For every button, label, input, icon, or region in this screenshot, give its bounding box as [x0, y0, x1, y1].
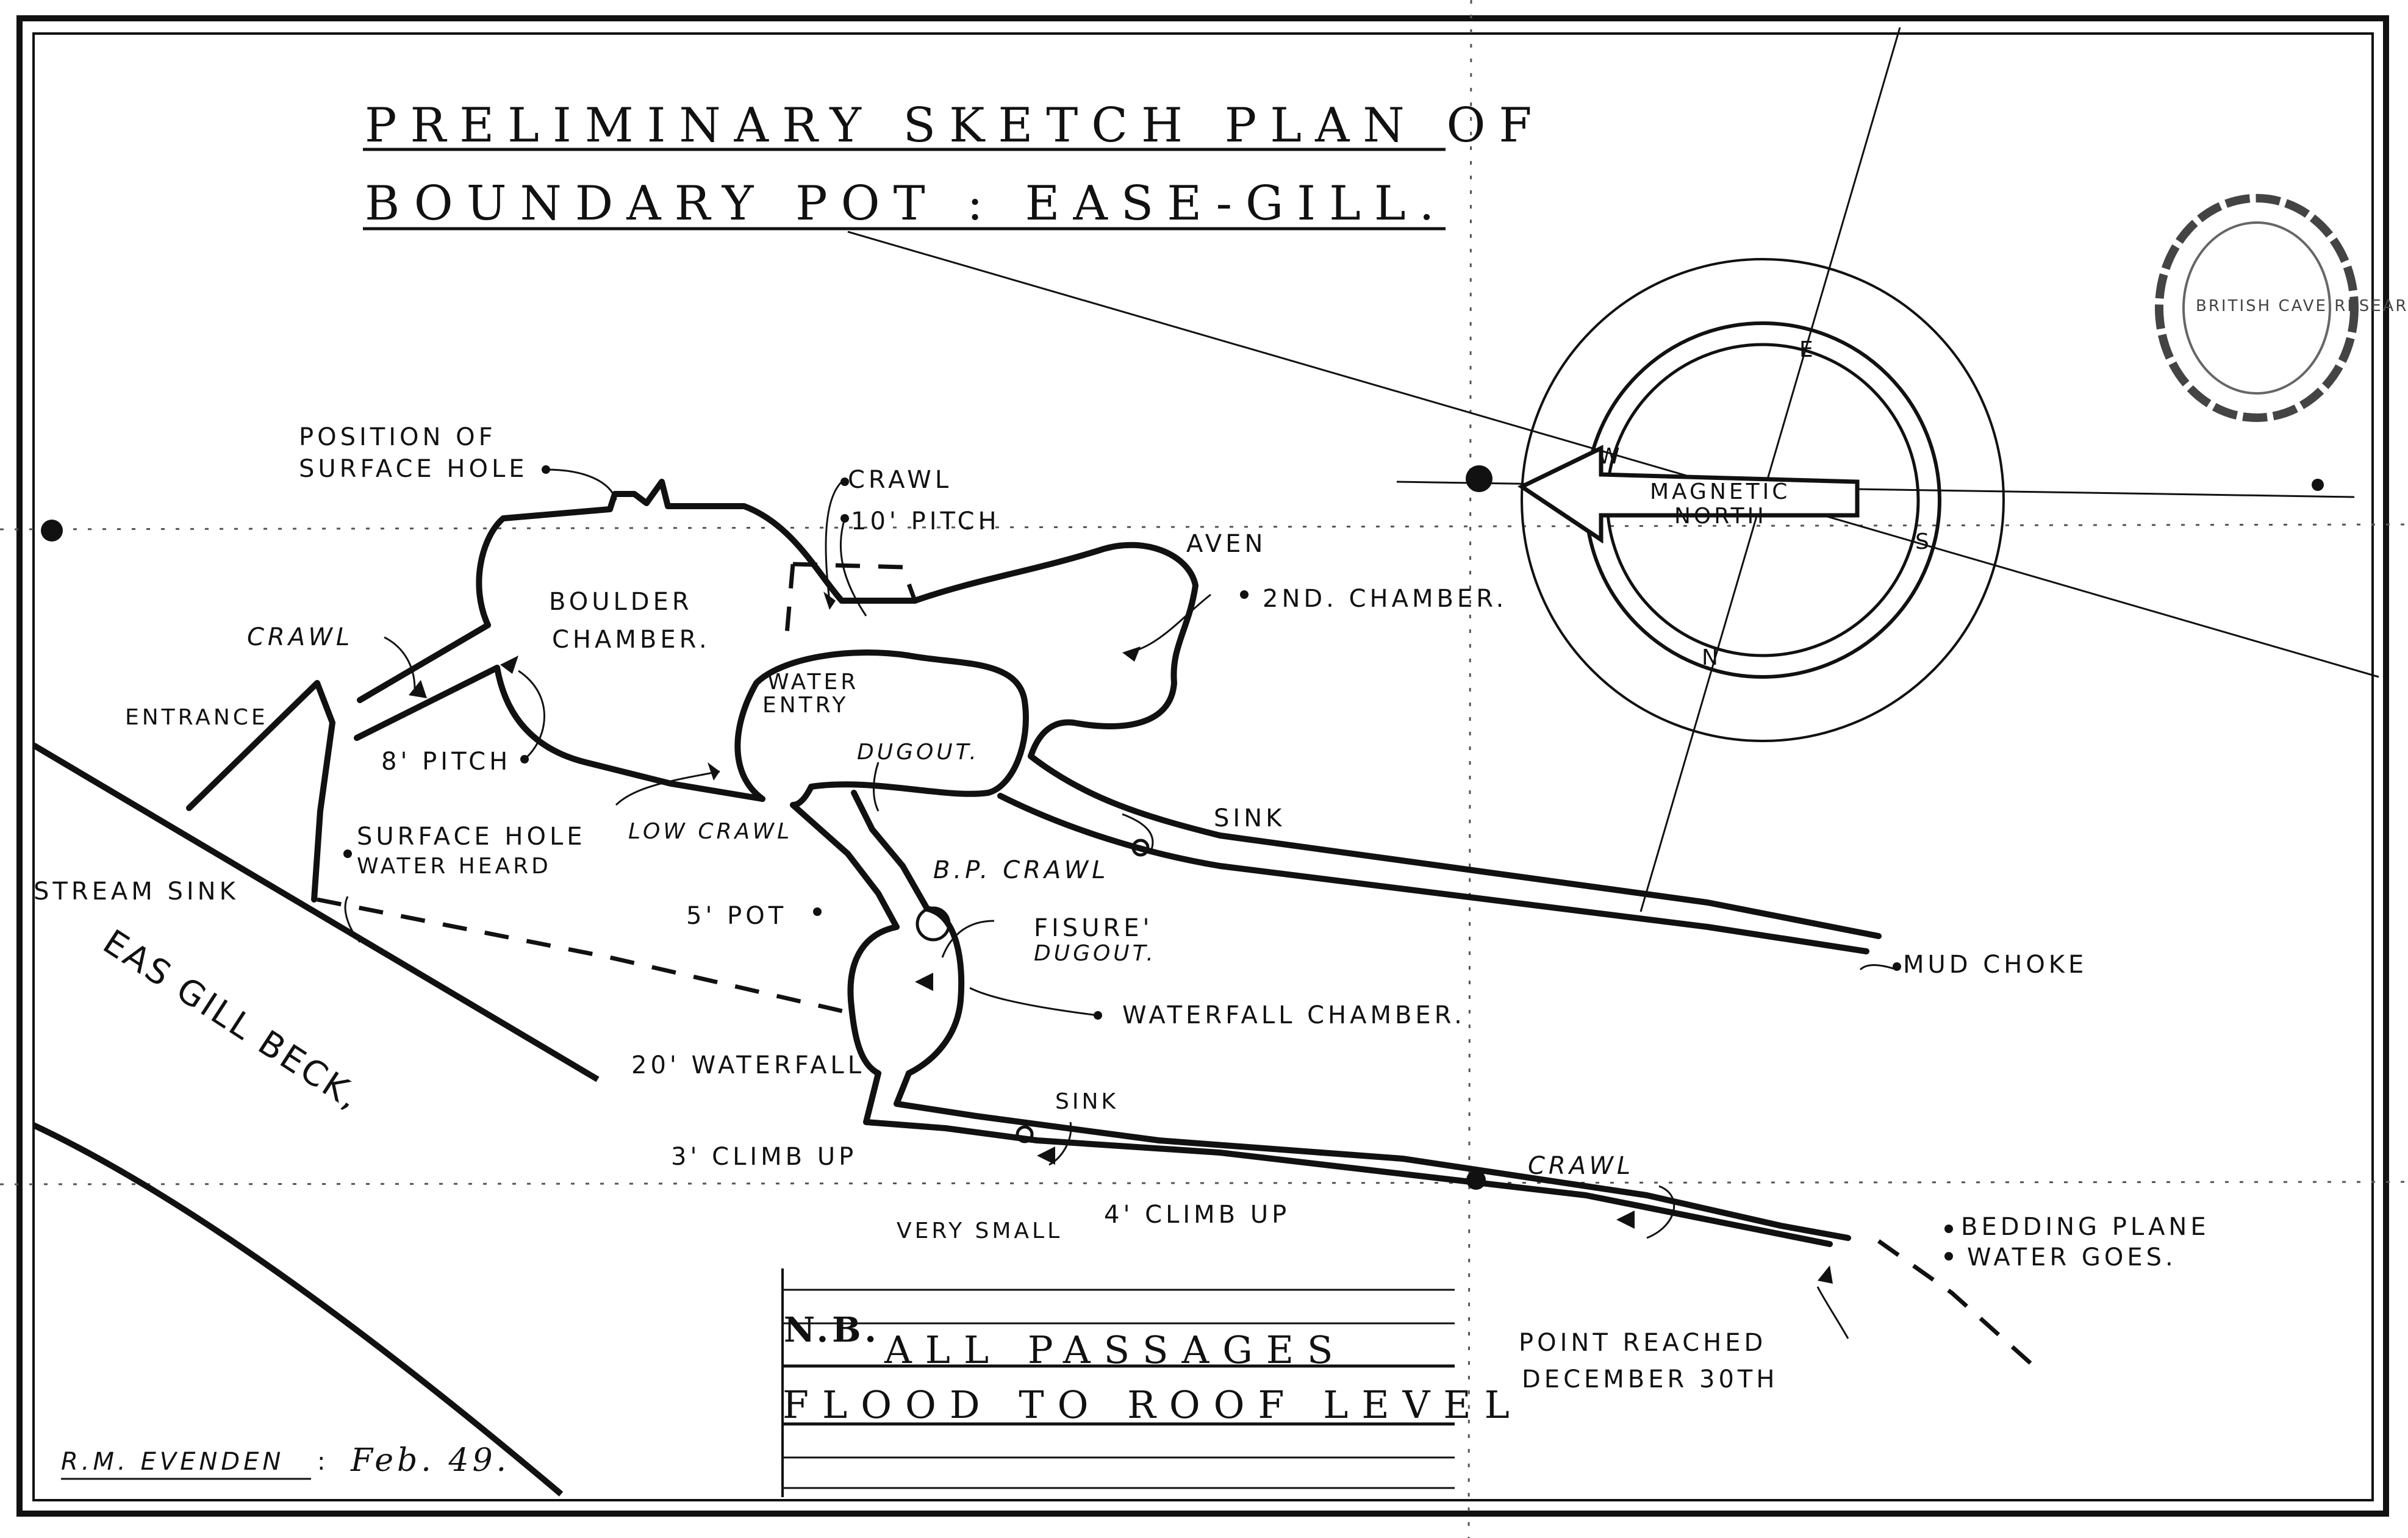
crease-marks	[41, 465, 2324, 1190]
compass-e: E	[1799, 337, 1816, 362]
north-label: NORTH	[1674, 504, 1767, 529]
label-sink-right: SINK	[1214, 804, 1285, 832]
title-block: PRELIMINARY SKETCH PLAN OF BOUNDARY POT …	[363, 98, 1546, 231]
title-line-2: BOUNDARY POT : EASE-GILL.	[365, 176, 1447, 231]
stream-route	[317, 562, 2039, 1371]
label-point-reached: POINT REACHED	[1519, 1329, 1766, 1357]
label-2nd-chamber: 2ND. CHAMBER.	[1263, 585, 1507, 613]
label-entry: ENTRY	[762, 693, 848, 718]
signature: R.M. EVENDEN : Feb. 49.	[61, 1442, 510, 1480]
signature-date: Feb. 49.	[350, 1442, 510, 1479]
label-crawl-left: CRAWL	[247, 623, 353, 651]
label-crawl-lower: CRAWL	[1528, 1152, 1634, 1180]
label-twenty-waterfall: 20' WATERFALL	[631, 1051, 865, 1079]
label-ten-pitch: 10' PITCH	[851, 507, 1000, 535]
title-line-1: PRELIMINARY SKETCH PLAN OF	[365, 98, 1546, 153]
label-chamber: CHAMBER.	[552, 626, 711, 654]
label-crawl-top: CRAWL	[848, 466, 952, 494]
compass-labels: MAGNETIC NORTH E W S N	[1598, 337, 1932, 670]
label-dugout-2: DUGOUT.	[1034, 941, 1156, 966]
label-dots	[343, 465, 1953, 1261]
library-stamp: BRITISH CAVE RESEARCH	[2155, 194, 2408, 422]
label-three-climb: 3' CLIMB UP	[671, 1143, 857, 1171]
sheet-border	[16, 15, 2389, 1517]
flow-arrows	[409, 592, 1833, 1284]
label-position-of: POSITION OF	[299, 423, 496, 451]
stamp-text: BRITISH CAVE RESEARCH	[2196, 297, 2408, 315]
label-water-goes: WATER GOES.	[1967, 1243, 2177, 1272]
compass-w: W	[1598, 444, 1623, 469]
magnetic-north-arrow	[1517, 445, 1860, 544]
label-stream-sink: STREAM SINK	[34, 878, 239, 906]
label-surface-hole-2: SURFACE HOLE	[357, 823, 586, 851]
label-four-climb: 4' CLIMB UP	[1104, 1201, 1290, 1229]
label-low-crawl: LOW CRAWL	[628, 819, 792, 844]
note-line-2: FLOOD TO ROOF LEVEL	[783, 1382, 1523, 1427]
label-fisure: FISURE'	[1034, 914, 1153, 942]
label-december: DECEMBER 30TH	[1522, 1365, 1778, 1393]
beck-label: EAS GILL BECK,	[96, 922, 368, 1118]
compass-s: S	[1915, 529, 1932, 554]
label-eight-pitch: 8' PITCH	[381, 748, 511, 776]
label-very-small: VERY SMALL	[897, 1218, 1062, 1243]
leader-lines	[344, 468, 1897, 1339]
label-mud-choke: MUD CHOKE	[1903, 951, 2087, 979]
label-aven: AVEN	[1186, 530, 1266, 558]
label-bp-crawl: B.P. CRAWL	[933, 856, 1109, 884]
note-nb: N.B.	[784, 1310, 880, 1350]
compass-rose	[847, 27, 2379, 912]
label-surface-hole: SURFACE HOLE	[299, 455, 528, 483]
signature-name: R.M. EVENDEN	[61, 1448, 284, 1476]
label-five-pot: 5' POT	[686, 902, 787, 930]
label-sink-lower: SINK	[1055, 1089, 1119, 1114]
markers	[916, 839, 1150, 1143]
cave-passages	[186, 479, 1882, 1247]
eas-gill-beck	[32, 742, 600, 1497]
label-dugout: DUGOUT.	[857, 740, 980, 765]
label-bedding-plane: BEDDING PLANE	[1961, 1213, 2210, 1241]
label-waterfall-chamber: WATERFALL CHAMBER.	[1122, 1001, 1466, 1029]
magnetic-label: MAGNETIC	[1650, 479, 1790, 504]
label-entrance: ENTRANCE	[125, 705, 268, 730]
label-water-heard: WATER HEARD	[357, 854, 551, 879]
label-water: WATER	[767, 670, 859, 695]
compass-n: N	[1702, 645, 1721, 670]
note-line-1: ALL PASSAGES	[884, 1328, 1347, 1372]
label-boulder: BOULDER	[549, 588, 693, 616]
map-labels: POSITION OF SURFACE HOLE CRAWL 10' PITCH…	[34, 423, 2210, 1393]
signature-colon: :	[317, 1448, 329, 1476]
note-box	[781, 1268, 1455, 1497]
